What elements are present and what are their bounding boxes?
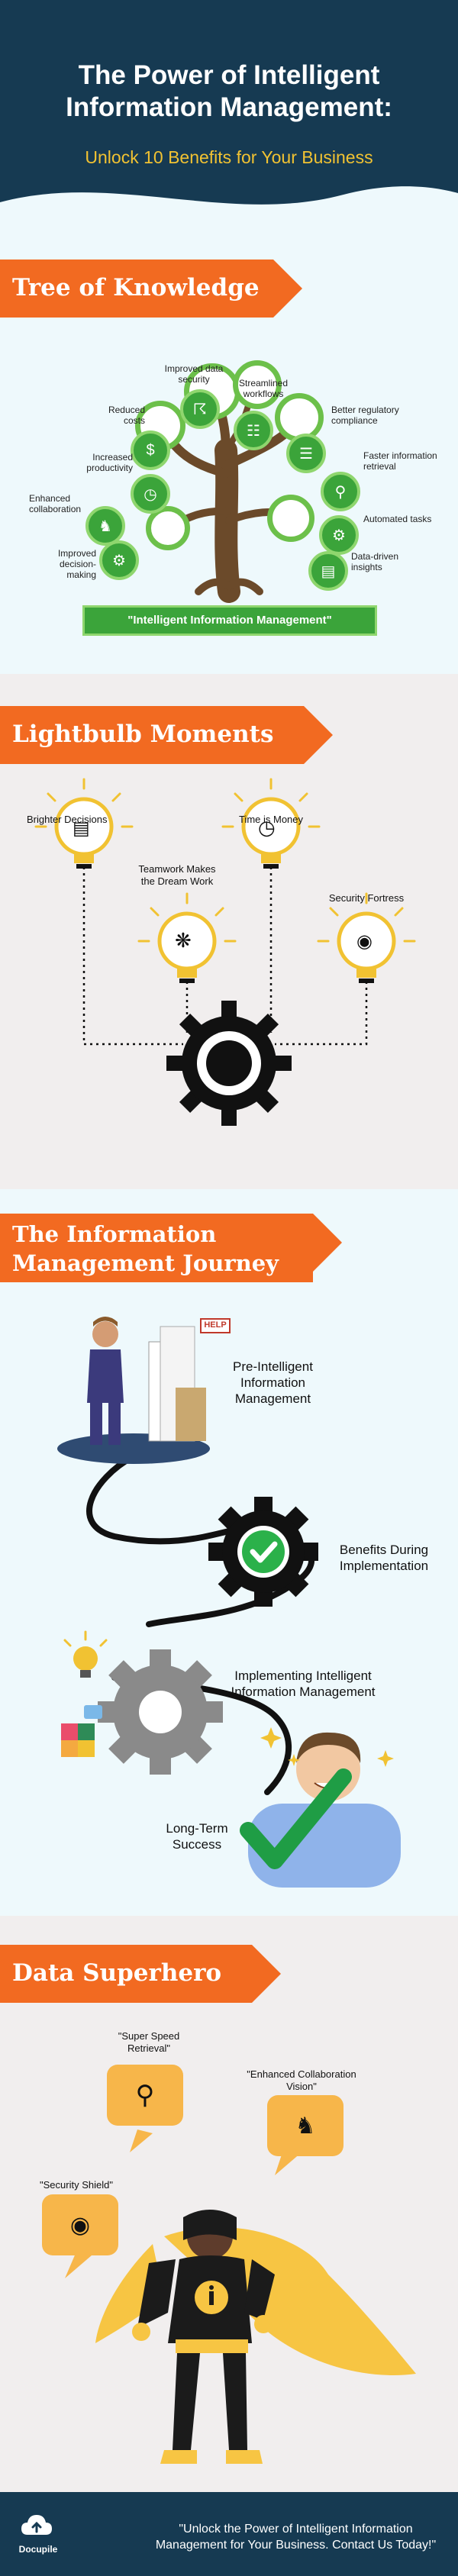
cloud-logo-icon bbox=[21, 2515, 52, 2535]
lock-shield-icon: ◉ bbox=[356, 931, 373, 952]
bulb-label: Security Fortress bbox=[328, 892, 405, 904]
header-section: The Power of Intelligent Information Man… bbox=[0, 0, 458, 221]
network-icon: ❋ bbox=[175, 929, 192, 952]
bulb-label: Teamwork Makes the Dream Work bbox=[138, 863, 216, 887]
automation-icon: ⚙ bbox=[319, 515, 359, 555]
header-wave bbox=[0, 186, 458, 221]
superhero-banner: Data Superhero bbox=[0, 1945, 281, 2003]
benefit-label: Increased productivity bbox=[86, 452, 133, 473]
journey-step-benefits: Benefits During Implementation bbox=[339, 1543, 429, 1573]
lightbulb-section: Lightbulb Moments bbox=[0, 674, 458, 1189]
benefit-label: Streamlined workflows bbox=[238, 378, 289, 399]
clock-icon: ◷ bbox=[131, 474, 170, 514]
tree-ground-label: "Intelligent Information Management" bbox=[127, 614, 332, 627]
benefit-label: Reduced costs bbox=[108, 405, 145, 426]
collaboration-icon: ♞ bbox=[85, 506, 125, 546]
benefit-label: Automated tasks bbox=[363, 514, 432, 524]
tree-heading: Tree of Knowledge bbox=[12, 274, 260, 301]
benefit-label: Improved decision-making bbox=[57, 548, 96, 580]
magnifier-icon: ⚲ bbox=[321, 472, 360, 511]
benefit-label: Better regulatory compliance bbox=[331, 405, 399, 426]
gear-icon bbox=[166, 1001, 292, 1126]
workflow-icon: ☷ bbox=[234, 411, 273, 450]
lock-shield-icon: ◉ bbox=[69, 2212, 91, 2238]
journey-step-implementing: Implementing Intelligent Information Man… bbox=[231, 1668, 376, 1699]
clock-dollar-icon: ◷ bbox=[258, 816, 276, 839]
tree-section: Tree of Knowledge ☈ ☷ $ ☰ ◷ ⚲ ♞ ⚙ ⚙ ▤ Im… bbox=[0, 221, 458, 674]
bulb-label: Time is Money bbox=[238, 814, 304, 825]
magnifier-icon: ⚲ bbox=[135, 2081, 155, 2110]
lightbulb-banner: Lightbulb Moments bbox=[0, 706, 333, 764]
journey-heading-line2: Management Journey bbox=[12, 1250, 279, 1276]
dollar-icon: $ bbox=[131, 430, 170, 470]
check-gear bbox=[208, 1497, 318, 1607]
tree-leaf-ring bbox=[275, 393, 324, 442]
bulb-label: Brighter Decisions bbox=[27, 814, 108, 825]
benefit-label: Faster information retrieval bbox=[363, 450, 437, 472]
tree-leaf-ring bbox=[233, 360, 282, 409]
speech-bubble-speed: ⚲ bbox=[107, 2065, 183, 2126]
journey-banner: The Information Management Journey bbox=[0, 1214, 342, 1282]
brand-name: Docupile bbox=[18, 2544, 58, 2555]
benefit-label: Data-driven insights bbox=[351, 551, 399, 572]
gear-icon: ⚙ bbox=[99, 540, 139, 580]
footer-section: Docupile "Unlock the Power of Intelligen… bbox=[0, 2492, 458, 2576]
bar-chart-icon: ▤ bbox=[308, 551, 348, 591]
speech-bubble-shield: ◉ bbox=[42, 2194, 118, 2255]
journey-step-pre: Pre-Intelligent Information Management bbox=[233, 1359, 313, 1406]
bulb-teamwork bbox=[137, 892, 237, 983]
bulb-time-is-money bbox=[221, 778, 321, 869]
speech-bubble-collab: ♞ bbox=[267, 2095, 344, 2156]
lightbulb-illustration bbox=[34, 778, 416, 1126]
benefit-label: Improved data security bbox=[164, 363, 224, 385]
power-label: "Security Shield" bbox=[40, 2179, 113, 2191]
superhero-heading: Data Superhero bbox=[12, 1959, 222, 1987]
superhero-section: Data Superhero ⚲ ♞ ◉ "Super Speed Retrie… bbox=[0, 1916, 458, 2492]
power-label: "Super Speed Retrieval" bbox=[118, 2030, 180, 2054]
benefit-label: Enhanced collaboration bbox=[29, 493, 82, 514]
journey-illustration bbox=[57, 1317, 401, 1888]
compliance-icon: ☰ bbox=[286, 434, 326, 473]
footer-cta: "Unlock the Power of Intelligent Informa… bbox=[155, 2523, 437, 2552]
tree-banner: Tree of Knowledge bbox=[0, 260, 302, 318]
journey-step-success: Long-Term Success bbox=[166, 1821, 228, 1852]
page-subtitle: Unlock 10 Benefits for Your Business bbox=[85, 147, 373, 167]
grey-gear bbox=[98, 1649, 223, 1775]
tree-leaf-ring bbox=[267, 495, 314, 542]
bulb-security-fortress bbox=[317, 892, 416, 983]
page-title: The Power of Intelligent Information Man… bbox=[66, 60, 392, 122]
superhero-illustration bbox=[65, 2129, 416, 2464]
bar-chart-icon: ▤ bbox=[73, 818, 90, 839]
lightbulb-heading: Lightbulb Moments bbox=[12, 721, 274, 748]
team-network-icon: ♞ bbox=[295, 2113, 316, 2139]
journey-section: The Information Management Journey bbox=[0, 1189, 458, 1916]
journey-heading-line1: The Information bbox=[12, 1221, 217, 1247]
help-sign: HELP bbox=[204, 1320, 227, 1330]
power-label: "Enhanced Collaboration Vision" bbox=[247, 2068, 356, 2092]
tree-ground-bar bbox=[82, 605, 377, 636]
bulb-brighter-decisions bbox=[34, 778, 134, 869]
shield-icon: ☈ bbox=[180, 389, 220, 429]
